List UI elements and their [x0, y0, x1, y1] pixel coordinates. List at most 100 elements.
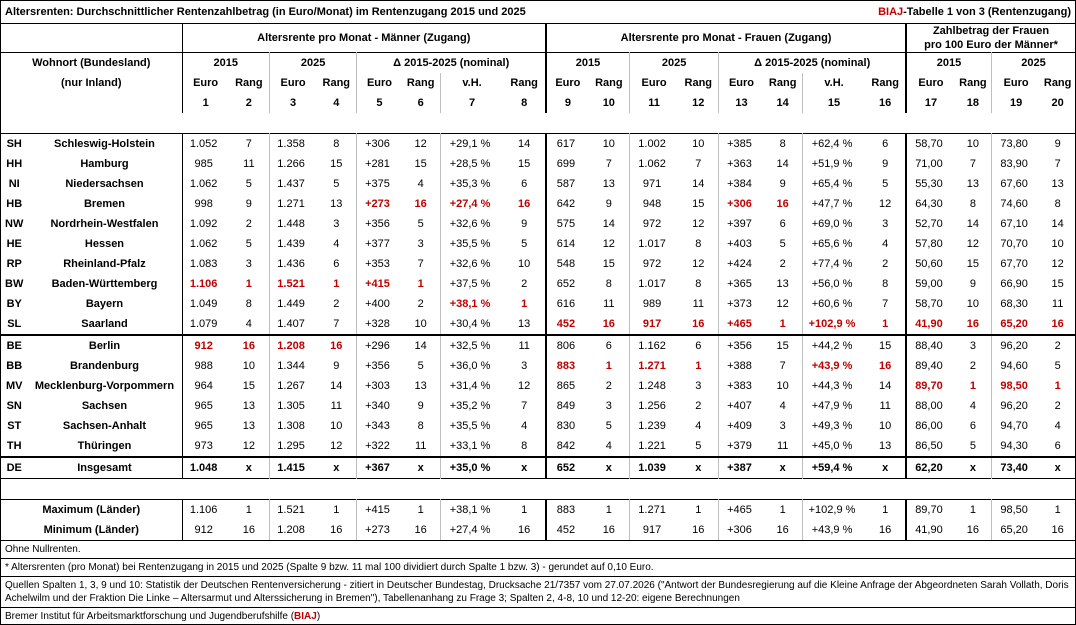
cell-col-10: 15: [602, 258, 615, 270]
cell-col-10: 7: [605, 158, 612, 170]
cell-col-8: 16: [518, 524, 531, 536]
cell-col-10: 2: [605, 380, 612, 392]
cell-col-13: +383: [718, 376, 764, 396]
cell-col-5: +367: [356, 457, 402, 479]
cell-col-2: x: [245, 462, 252, 474]
cell-col-10: 11: [603, 298, 615, 310]
unit-header-15: v.H.: [801, 73, 866, 93]
cell-col-10: 1: [605, 360, 612, 372]
cell-col-5: +303: [356, 376, 402, 396]
cell-col-3: 1.295: [268, 436, 317, 457]
cell-col-17: 62,20: [905, 457, 955, 479]
cell-col-3: 1.437: [268, 174, 317, 194]
cell-col-20: 16: [1051, 524, 1064, 536]
cell-col-20: 8: [1054, 198, 1061, 210]
cell-col-10: 14: [602, 218, 615, 230]
nur-inland-label: (nur Inland): [61, 77, 122, 89]
cell-col-18: 16: [966, 524, 980, 536]
cell-col-18: 1: [969, 504, 976, 516]
state-name: Schleswig-Holstein: [54, 138, 155, 150]
institute-name: Bremer Institut für Arbeitsmarktforschun…: [5, 611, 295, 622]
cell-col-17: 88,40: [905, 335, 955, 356]
state-name: Niedersachsen: [65, 178, 144, 190]
cell-col-11: 972: [628, 214, 679, 234]
cell-col-7: +35,5 %: [439, 234, 504, 254]
cell-col-13: +356: [718, 335, 764, 356]
cell-col-16: 10: [879, 420, 892, 432]
cell-col-18: 12: [966, 238, 980, 250]
cell-col-3: 1.449: [268, 294, 317, 314]
cell-col-9: 849: [545, 396, 589, 416]
unit-header-7: v.H.: [439, 73, 504, 93]
cell-col-14: 11: [776, 440, 789, 452]
cell-col-20: 6: [1054, 440, 1061, 452]
cell-col-18: 7: [969, 158, 976, 170]
cell-col-3: 1.521: [268, 499, 317, 520]
cell-col-15: +44,3 %: [801, 376, 866, 396]
cell-col-11: 1.271: [628, 356, 679, 376]
cell-col-7: +35,0 %: [439, 457, 504, 479]
women-delta-header: Δ 2015-2025 (nominal): [718, 52, 907, 73]
cell-col-14: 2: [779, 258, 786, 270]
summary-label: Maximum (Länder): [42, 504, 141, 516]
cell-col-1: 973: [181, 436, 229, 457]
cell-col-17: 58,70: [905, 133, 955, 154]
cell-col-12: 1: [695, 504, 702, 516]
state-code: HH: [6, 158, 23, 170]
column-number-8: 8: [521, 97, 528, 109]
cell-col-13: +465: [718, 314, 764, 335]
cell-col-15: +102,9 %: [801, 314, 866, 335]
unit-header-11: Euro: [628, 73, 679, 93]
cell-col-10: 16: [602, 318, 615, 330]
cell-col-2: 13: [242, 400, 255, 412]
cell-col-11: 917: [628, 520, 679, 540]
notes-section: Ohne Nullrenten. * Altersrenten (pro Mon…: [1, 540, 1075, 625]
cell-col-9: 452: [545, 314, 589, 335]
cell-col-2: 15: [242, 380, 255, 392]
cell-col-4: 16: [330, 340, 343, 352]
unit-header-2: Rang: [235, 77, 263, 89]
page-title: Altersrenten: Durchschnittlicher Rentenz…: [5, 6, 526, 18]
cell-col-9: 865: [545, 376, 589, 396]
cell-col-16: 14: [879, 380, 892, 392]
cell-col-7: +30,4 %: [439, 314, 504, 335]
cell-col-13: +387: [718, 457, 764, 479]
cell-col-16: 1: [882, 318, 889, 330]
cell-col-7: +36,0 %: [439, 356, 504, 376]
cell-col-2: 1: [245, 278, 252, 290]
cell-col-15: +45,0 %: [801, 436, 866, 457]
cell-col-17: 50,60: [905, 254, 955, 274]
cell-col-11: 1.271: [628, 499, 679, 520]
unit-header-13: Euro: [718, 73, 764, 93]
state-name: Bayern: [85, 298, 124, 310]
cell-col-20: 15: [1051, 278, 1064, 290]
state-name: Insgesamt: [77, 462, 132, 474]
cell-col-2: 16: [242, 340, 255, 352]
cell-col-8: 1: [521, 298, 528, 310]
wohnort-header: Wohnort (Bundesland): [32, 57, 151, 69]
cell-col-8: 5: [521, 238, 528, 250]
cell-col-1: 965: [181, 396, 229, 416]
cell-col-9: 806: [545, 335, 589, 356]
state-code: SH: [6, 138, 22, 150]
cell-col-20: 14: [1051, 218, 1064, 230]
cell-col-7: +28,5 %: [439, 154, 504, 174]
spacer: [1, 479, 1075, 500]
cell-col-3: 1.415: [268, 457, 317, 479]
state-name: Baden-Württemberg: [51, 278, 158, 290]
cell-col-18: 5: [969, 440, 976, 452]
state-code: NI: [8, 178, 20, 190]
cell-col-18: 15: [966, 258, 980, 270]
cell-col-8: 15: [518, 158, 531, 170]
cell-col-13: +388: [718, 356, 764, 376]
cell-col-2: 10: [242, 360, 255, 372]
cell-col-7: +32,6 %: [439, 254, 504, 274]
cell-col-1: 985: [181, 154, 229, 174]
cell-col-9: 617: [545, 133, 589, 154]
cell-col-1: 912: [181, 335, 229, 356]
cell-col-12: x: [695, 462, 702, 474]
